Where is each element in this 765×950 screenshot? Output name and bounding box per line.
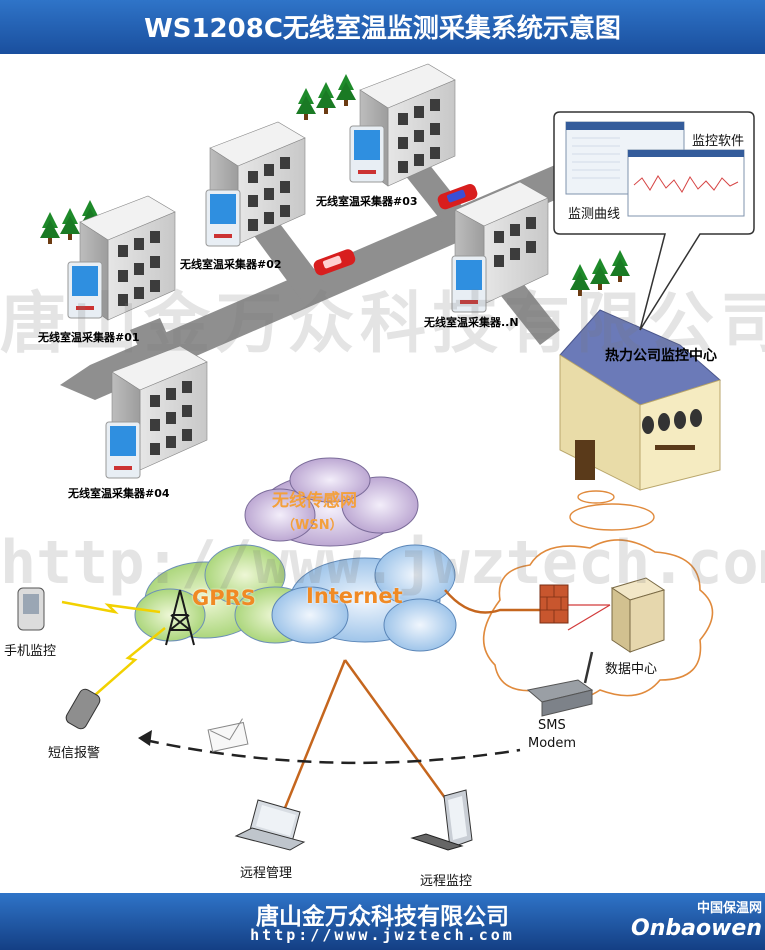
brand-watermark: 中国保温网 Onbaowen	[612, 897, 762, 941]
header-bar	[0, 0, 765, 54]
sms-dashed-arc	[144, 738, 521, 765]
brand-cn: 中国保温网	[696, 901, 762, 916]
mobile-phone-icon	[17, 587, 45, 631]
firewall-icon	[539, 584, 569, 624]
system-illustration	[17, 63, 755, 851]
monitoring-center-building	[559, 309, 722, 491]
car-icon	[313, 184, 478, 276]
desktop-computer-icon	[410, 789, 473, 851]
collector-label-02: 无线室温采集器#02	[180, 258, 282, 271]
gprs-tower-icon	[165, 589, 195, 646]
sms-modem-label-2: Modem	[528, 736, 577, 751]
collector-label-n: 无线室温采集器..N	[424, 316, 519, 329]
monitor-software-label: 监控软件	[692, 134, 745, 149]
footer-company: 唐山金万众科技有限公司	[256, 904, 509, 930]
monitor-curve-label: 监测曲线	[568, 207, 621, 222]
remote-manage-label: 远程管理	[240, 866, 293, 881]
sms-alarm-label: 短信报警	[48, 746, 101, 761]
thermostat-device-icon	[67, 125, 487, 479]
monitor-callout-bubble	[553, 111, 755, 331]
data-center-links	[565, 604, 611, 631]
arrow-head-icon	[138, 730, 152, 746]
collector-label-04: 无线室温采集器#04	[68, 487, 170, 500]
sms-modem-icon	[526, 651, 594, 717]
wsn-label: 无线传感网	[272, 491, 357, 511]
gprs-label: GPRS	[192, 586, 256, 610]
footer-bar	[0, 893, 765, 950]
data-center-label: 数据中心	[605, 662, 658, 677]
building-01	[79, 195, 176, 321]
collector-label-01: 无线室温采集器#01	[38, 331, 140, 344]
sms-modem-label-1: SMS	[538, 718, 566, 733]
internet-label: Internet	[306, 584, 403, 608]
lightning-icon	[61, 600, 166, 696]
connection-lines	[283, 589, 545, 809]
wsn-cloud	[244, 457, 419, 547]
data-center-cloud	[482, 490, 714, 701]
monitor-center-title: 热力公司监控中心	[605, 348, 717, 364]
collector-label-03: 无线室温采集器#03	[316, 195, 418, 208]
envelope-icon	[207, 718, 249, 753]
page-title: WS1208C无线室温监测采集系统示意图	[144, 14, 621, 44]
footer-url: http://www.jwztech.com	[250, 926, 515, 944]
remote-monitor-label: 远程监控	[420, 874, 473, 889]
brand-en: Onbaowen	[631, 916, 762, 941]
mobile-monitor-label: 手机监控	[4, 644, 57, 659]
wsn-abbr-label: （WSN）	[282, 518, 343, 533]
internet-cloud	[271, 544, 457, 652]
flip-phone-icon	[65, 688, 101, 730]
server-icon	[610, 577, 666, 653]
laptop-icon	[234, 799, 306, 851]
